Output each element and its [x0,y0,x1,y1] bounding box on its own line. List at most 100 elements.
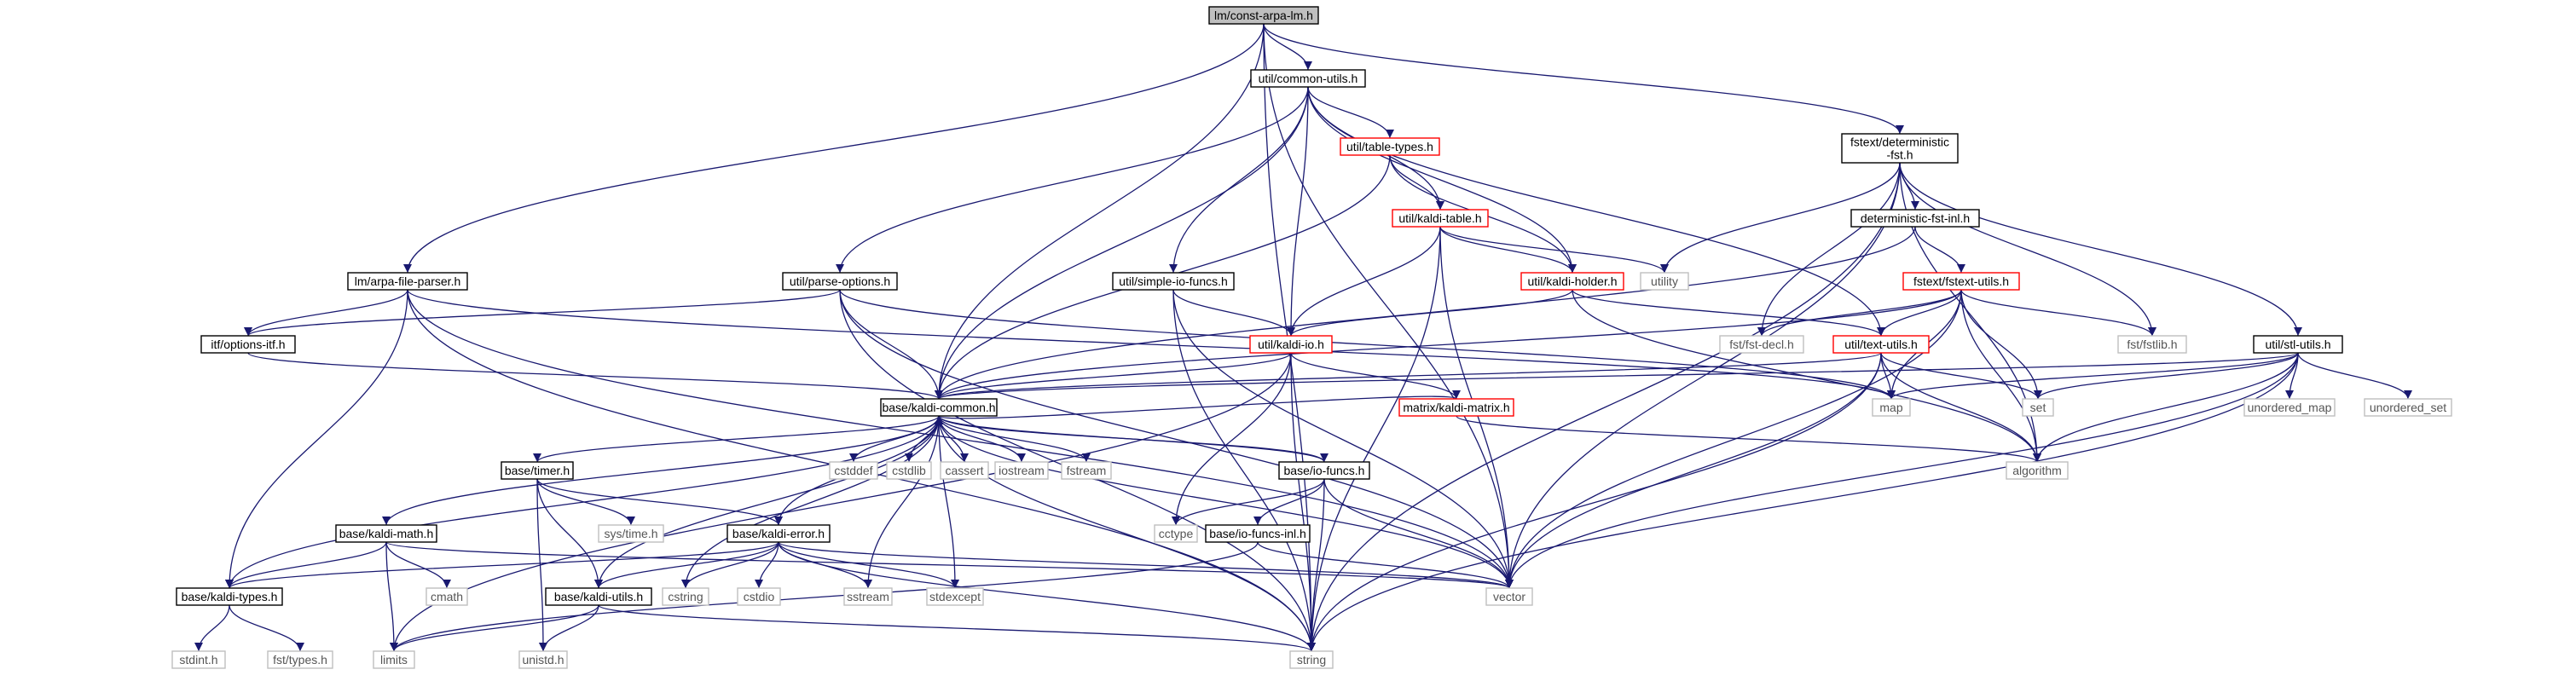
node-label: base/kaldi-utils.h [554,590,643,603]
node-box [373,650,415,669]
edge-kaldi-common-to-timer [533,415,940,463]
edge-kaldi-table-to-kaldi-io [1287,226,1441,337]
node-label: matrix/kaldi-matrix.h [1403,401,1509,414]
header-node-parse-options[interactable]: util/parse-options.h [782,272,898,291]
node-label: util/text-utils.h [1844,338,1918,351]
header-node-table-types[interactable]: util/table-types.h [1340,137,1440,156]
node-box [994,461,1049,480]
header-node-kaldi-math[interactable]: base/kaldi-math.h [335,524,437,543]
header-node-kaldi-utils[interactable]: base/kaldi-utils.h [545,587,652,606]
dependency-edges [194,23,2412,652]
node-label: itf/options-itf.h [211,338,285,351]
node-label: lm/arpa-file-parser.h [355,274,461,288]
node-label: base/kaldi-error.h [732,527,825,540]
node-box [1061,461,1112,480]
edge-kaldi-types-to-stdint [194,604,230,652]
edge-det-fst-to-fst-decl [1757,162,1901,337]
edge-fstext-utils-to-algorithm [1960,289,2041,463]
system-header-cstring: cstring [662,587,709,606]
header-node-io-funcs-inl[interactable]: base/io-funcs-inl.h [1205,524,1311,543]
node-box [1340,137,1440,156]
edge-kaldi-common-to-vector [938,415,1514,589]
edge-io-funcs-to-string [1307,478,1325,652]
edge-common-utils-to-kaldi-common [935,86,1309,400]
edge-io-funcs-to-kaldi-common [935,415,1325,463]
edge-kaldi-common-to-string [938,415,1316,652]
node-box [940,461,989,480]
node-box [267,650,333,669]
node-box [176,587,283,606]
header-node-arpa-parser[interactable]: lm/arpa-file-parser.h [347,272,468,291]
edge-kaldi-common-to-stdexcept [938,415,959,589]
header-node-kaldi-matrix[interactable]: matrix/kaldi-matrix.h [1398,398,1514,417]
node-box [1485,587,1533,606]
header-node-kaldi-holder[interactable]: util/kaldi-holder.h [1520,272,1624,291]
edge-kaldi-holder-to-text-utils [1572,289,1885,337]
node-box [1278,461,1370,480]
header-node-options-itf[interactable]: itf/options-itf.h [200,335,296,354]
edge-io-funcs-to-io-funcs-inl [1253,478,1325,526]
edge-timer-to-kaldi-utils [536,478,603,589]
node-box [662,587,709,606]
node-box [335,524,437,543]
header-node-common-utils[interactable]: util/common-utils.h [1250,69,1366,88]
edge-fstext-utils-to-fst-decl [1757,289,1962,337]
edge-simple-io-to-vector [1172,289,1514,589]
node-label: cmath [431,590,463,603]
node-label: base/io-funcs-inl.h [1209,527,1306,540]
header-node-kaldi-types[interactable]: base/kaldi-types.h [176,587,283,606]
edge-kaldi-error-to-kaldi-utils [594,541,779,589]
node-label: util/kaldi-holder.h [1527,274,1617,288]
edge-kaldi-error-to-cstring [681,541,779,589]
edge-kaldi-io-to-cctype [1172,352,1292,526]
node-box [598,524,664,543]
edge-kaldi-io-to-limits [390,352,1292,652]
system-header-fst-types: fst/types.h [267,650,333,669]
node-label: cstdlib [892,464,926,477]
edge-simple-io-to-kaldi-io [1172,289,1295,337]
edge-parse-options-to-map [839,289,1896,400]
system-header-cctype: cctype [1154,524,1198,543]
system-header-unordered-map: unordered_map [2243,398,2336,417]
edge-kaldi-matrix-to-kaldi-common [935,395,1457,425]
header-node-simple-io[interactable]: util/simple-io-funcs.h [1112,272,1235,291]
edge-det-fst-to-utility [1660,162,1901,274]
node-label: sstream [847,590,889,603]
node-box [782,272,898,291]
header-node-fstext-utils[interactable]: fstext/fstext-utils.h [1902,272,2020,291]
node-box [1872,398,1911,417]
edge-timer-to-kaldi-error [536,478,783,526]
system-header-stdexcept: stdexcept [926,587,984,606]
node-label: deterministic-fst-inl.h [1861,211,1970,225]
node-label: base/kaldi-math.h [339,527,434,540]
node-box [2006,461,2069,480]
edge-kaldi-utils-to-string [598,604,1316,652]
header-node-text-utils[interactable]: util/text-utils.h [1832,335,1930,354]
header-node-timer[interactable]: base/timer.h [501,461,574,480]
header-node-const-arpa-lm[interactable]: lm/const-arpa-lm.h [1208,6,1319,25]
header-node-kaldi-io[interactable]: util/kaldi-io.h [1249,335,1333,354]
node-box [200,335,296,354]
header-node-det-fst[interactable]: fstext/deterministic-fst.h [1841,133,1959,164]
node-label: base/kaldi-common.h [882,401,995,414]
header-node-kaldi-table[interactable]: util/kaldi-table.h [1392,209,1489,228]
header-node-io-funcs[interactable]: base/io-funcs.h [1278,461,1370,480]
header-node-stl-utils[interactable]: util/stl-utils.h [2253,335,2343,354]
node-label: fst/fstlib.h [2127,338,2177,351]
header-node-kaldi-error[interactable]: base/kaldi-error.h [726,524,831,543]
node-box [829,461,878,480]
node-label: cstring [668,590,703,603]
header-node-kaldi-common[interactable]: base/kaldi-common.h [880,398,998,417]
edge-kaldi-table-to-kaldi-holder [1439,226,1577,274]
edge-kaldi-holder-to-algorithm [1572,289,2041,463]
edge-kaldi-io-to-string [1290,352,1316,652]
edge-fstext-utils-to-fstlib [1960,289,2156,337]
node-box [1398,398,1514,417]
edge-kaldi-io-to-kaldi-common [935,352,1292,400]
node-label: unordered_set [2370,401,2446,414]
header-node-det-fst-inl[interactable]: deterministic-fst-inl.h [1850,209,1980,228]
edge-kaldi-table-to-utility [1439,226,1669,274]
system-header-utility: utility [1640,272,1689,291]
edge-const-arpa-lm-to-common-utils [1263,23,1312,71]
edge-kaldi-types-to-fst-types [229,604,304,652]
